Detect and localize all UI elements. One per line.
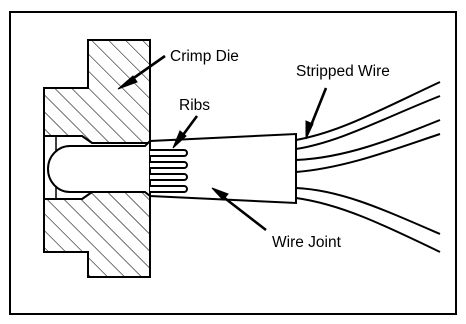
ribs-label: Ribs — [179, 97, 210, 114]
stripped-wire-label: Stripped Wire — [296, 63, 390, 80]
crimp-die-label: Crimp Die — [170, 48, 239, 65]
wire-joint-label: Wire Joint — [272, 234, 342, 251]
